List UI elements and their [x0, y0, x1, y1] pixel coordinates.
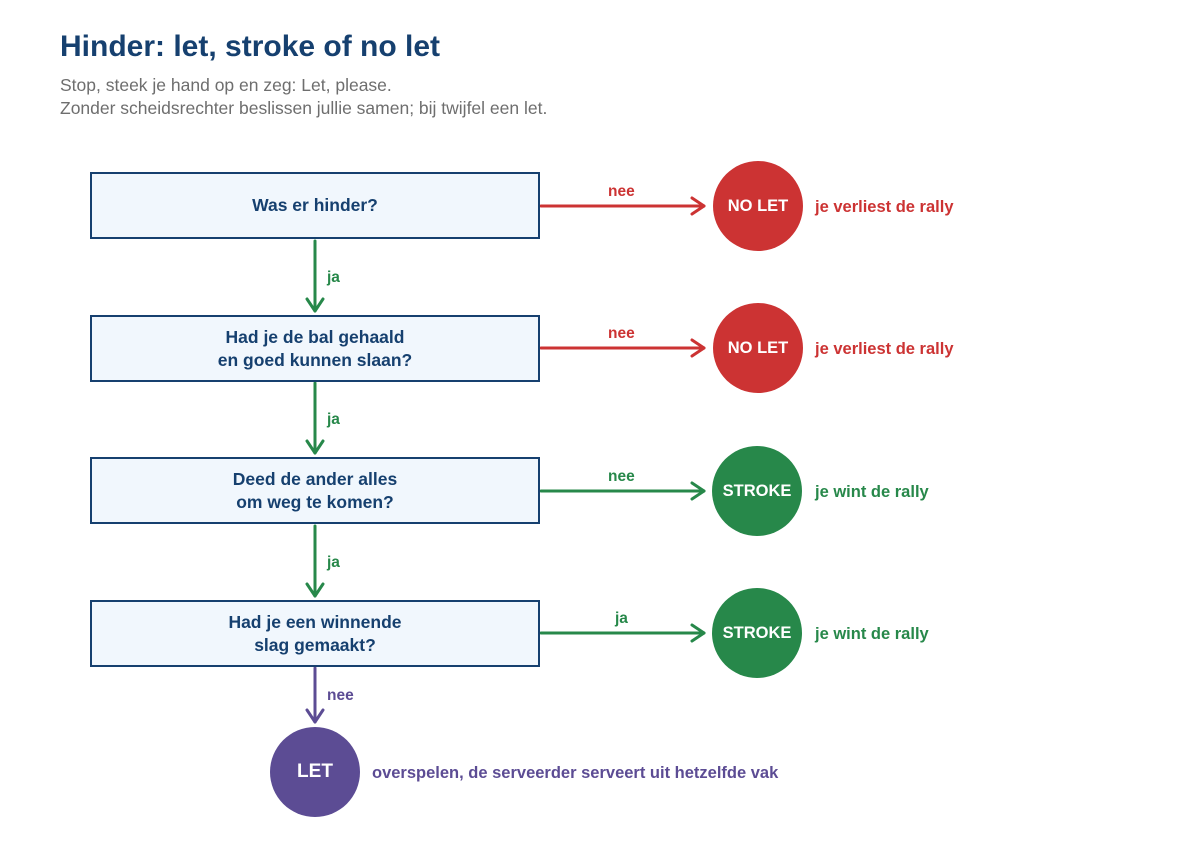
result-circle-stroke-2: STROKE: [712, 588, 802, 678]
down-edge-label-1: ja: [327, 269, 340, 286]
down-arrow-1: [305, 239, 325, 313]
result-circle-stroke-1: STROKE: [712, 446, 802, 536]
down-arrow-3: [305, 524, 325, 598]
branch-arrow-3: [539, 481, 706, 501]
question-text-2: Had je de bal gehaald en goed kunnen sla…: [217, 326, 413, 370]
question-box-3: Deed de ander alles om weg te komen?: [90, 457, 540, 524]
branch-arrow-4: [539, 623, 706, 643]
branch-arrow-2: [539, 338, 706, 358]
branch-edge-label-1: nee: [608, 183, 635, 200]
outcome-text-1: je verliest de rally: [815, 198, 954, 216]
down-arrow-2: [305, 381, 325, 455]
subtitle-line-2: Zonder scheidsrechter beslissen jullie s…: [60, 98, 548, 118]
result-circle-let: LET: [270, 727, 360, 817]
branch-arrow-1: [539, 196, 706, 216]
down-edge-label-2: ja: [327, 411, 340, 428]
result-circle-no-let-2: NO LET: [713, 303, 803, 393]
question-text-1: Was er hinder?: [252, 195, 378, 215]
outcome-text-3: je wint de rally: [815, 483, 929, 501]
question-text-3: Deed de ander alles om weg te komen?: [232, 468, 398, 512]
branch-edge-label-4: ja: [615, 610, 628, 627]
final-outcome-text: overspelen, de serveerder serveert uit h…: [372, 764, 779, 782]
branch-edge-label-2: nee: [608, 325, 635, 342]
question-text-4: Had je een winnende slag gemaakt?: [228, 611, 402, 655]
down-edge-label-4: nee: [327, 687, 354, 704]
result-circle-no-let-1: NO LET: [713, 161, 803, 251]
result-label-2: NO LET: [727, 338, 789, 357]
page-title: Hinder: let, stroke of no let: [60, 30, 441, 63]
result-label-4: STROKE: [722, 623, 792, 642]
question-box-4: Had je een winnende slag gemaakt?: [90, 600, 540, 667]
down-arrow-4: [305, 666, 325, 724]
result-label-3: STROKE: [722, 481, 792, 500]
final-result-label: LET: [297, 761, 333, 782]
question-box-2: Had je de bal gehaald en goed kunnen sla…: [90, 315, 540, 382]
down-edge-label-3: ja: [327, 554, 340, 571]
branch-edge-label-3: nee: [608, 468, 635, 485]
outcome-text-4: je wint de rally: [815, 625, 929, 643]
question-box-1: Was er hinder?: [90, 172, 540, 239]
outcome-text-2: je verliest de rally: [815, 340, 954, 358]
subtitle-line-1: Stop, steek je hand op en zeg: Let, plea…: [60, 75, 392, 95]
result-label-1: NO LET: [727, 196, 789, 215]
